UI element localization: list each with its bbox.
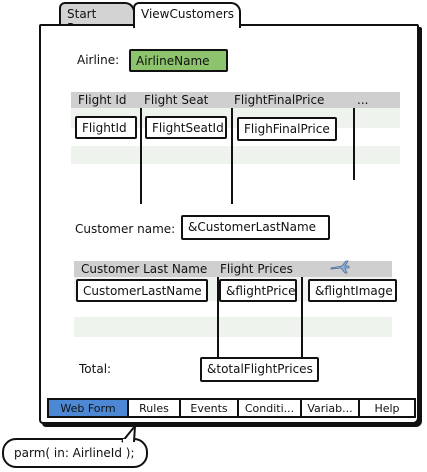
tab-rules[interactable]: Rules [129,400,181,416]
airplane-icon [330,260,350,274]
callout-tail-icon [121,424,137,444]
customers-grid-divider-1 [217,277,219,373]
header-more: ... [357,93,369,107]
flight-seat-id-cell[interactable]: FlightSeatId [145,116,227,139]
editor-tab-bar: Web Form Rules Events Conditi... Variab.… [47,398,416,418]
flight-image-cell[interactable]: &flightImage [308,279,397,302]
flight-id-cell[interactable]: FlightId [75,116,137,139]
tab-help[interactable]: Help [374,401,400,415]
header-flight-final-price: FlightFinalPrice [234,93,325,107]
flights-grid-header: Flight Id Flight Seat FlightFinalPrice .… [71,92,400,108]
airline-name-field[interactable]: AirlineName [129,49,228,72]
flights-grid-divider-1 [140,108,142,204]
customers-grid-header: Customer Last Name Flight Prices [74,261,392,277]
tab-web-form[interactable]: Web Form [49,400,129,416]
header-flight-prices: Flight Prices [220,262,293,276]
customers-grid-row-gap [74,301,392,317]
customer-last-name-field[interactable]: &CustomerLastName [181,215,330,240]
flights-grid-divider-2 [231,108,233,204]
tab-start-page[interactable]: Start Page [59,2,135,35]
flight-final-price-cell[interactable]: FlighFinalPrice [237,117,337,141]
customer-last-name-cell[interactable]: CustomerLastName [76,279,208,302]
tab-events[interactable]: Events [181,400,239,416]
flight-price-cell[interactable]: &flightPrice [219,279,297,302]
customer-name-label: Customer name: [75,222,176,236]
tab-view-customers-label: ViewCustomers [141,7,235,21]
airline-label: Airline: [77,53,120,67]
flights-grid-divider-3 [353,108,355,180]
header-flight-seat: Flight Seat [144,93,209,107]
total-label: Total: [79,362,112,376]
tab-conditions[interactable]: Conditi... [239,400,302,416]
total-flight-prices-field[interactable]: &totalFlightPrices [200,357,319,382]
tab-view-customers[interactable]: ViewCustomers [133,2,241,28]
flights-grid-row-gap-2 [71,164,400,180]
header-customer-last-name: Customer Last Name [81,262,208,276]
header-flight-id: Flight Id [78,93,127,107]
tab-variables[interactable]: Variab... [302,400,360,416]
customers-grid-divider-2 [301,277,303,373]
